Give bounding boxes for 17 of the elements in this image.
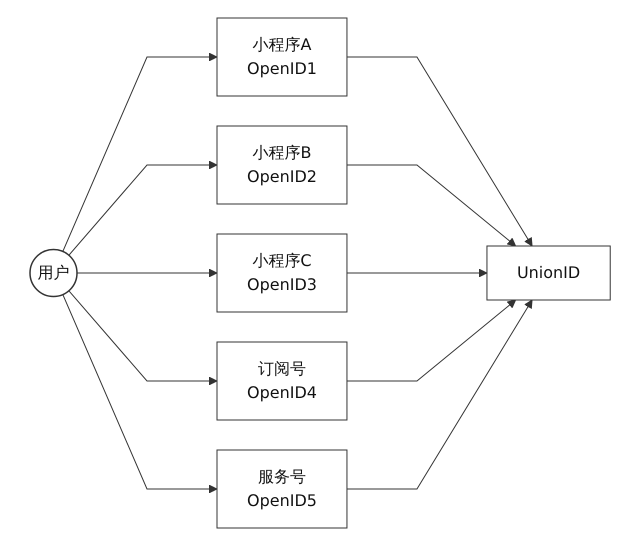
arrow: [346, 268, 488, 278]
node-box: 服务号 OpenID5: [216, 450, 348, 528]
arrow: [76, 268, 218, 278]
node-box: UnionID: [486, 246, 611, 300]
arrow: [62, 52, 218, 252]
arrow: [346, 300, 516, 382]
arrow: [346, 300, 532, 490]
node-box: 小程序A OpenID1: [216, 18, 348, 96]
arrow: [68, 290, 218, 386]
arrow: [68, 160, 218, 256]
node-box: 小程序B OpenID2: [216, 126, 348, 204]
arrow: [346, 164, 516, 246]
arrow: [62, 294, 218, 494]
arrow: [346, 56, 532, 246]
node-box: 订阅号 OpenID4: [216, 342, 348, 420]
node-circle: 用户: [29, 248, 78, 298]
node-box: 小程序C OpenID3: [216, 234, 348, 312]
